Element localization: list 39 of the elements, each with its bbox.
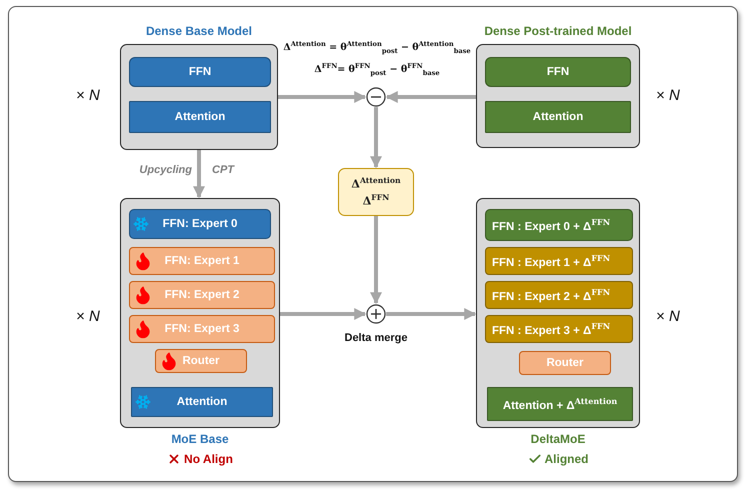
- model-title: Dense Base Model: [144, 23, 254, 40]
- arrow: [370, 107, 382, 168]
- trainable-block: Router: [155, 349, 247, 373]
- trainable-block: FFN: Expert 3: [129, 315, 275, 343]
- delta-term: Δ$^{FFN}$: [362, 193, 390, 208]
- status-label: Aligned: [544, 452, 588, 466]
- repeat-label: × N: [655, 87, 681, 104]
- model-title: DeltaMoE: [530, 431, 586, 448]
- layer-block: Attention + Δ$^{Attention}$: [487, 387, 633, 421]
- delta-term: Δ$^{Attention}$: [351, 176, 401, 191]
- arrow: [280, 308, 366, 320]
- trainable-block: FFN: Expert 1: [129, 247, 275, 275]
- layer-block: FFN : Expert 2 + Δ$^{FFN}$: [485, 281, 633, 309]
- layer-block: FFN: Expert 0: [129, 209, 271, 239]
- step-label: Upcycling: [138, 164, 192, 176]
- arrow: [386, 91, 476, 103]
- router-block: Router: [519, 351, 611, 375]
- status-label: No Align: [184, 452, 233, 466]
- repeat-label: × N: [75, 308, 101, 325]
- arrow: [386, 308, 476, 320]
- arrow: [278, 91, 366, 103]
- arrow: [370, 216, 382, 304]
- delta-box: [338, 168, 414, 216]
- trainable-block: FFN: Expert 2: [129, 281, 275, 309]
- layer-block: Attention: [131, 387, 273, 417]
- layer-block: FFN: [129, 57, 271, 87]
- model-title: MoE Base: [170, 431, 230, 448]
- layer-block: FFN : Expert 0 + Δ$^{FFN}$: [485, 209, 633, 241]
- arrow: [193, 150, 205, 198]
- layer-block: Attention: [485, 101, 631, 133]
- repeat-label: × N: [655, 308, 681, 325]
- repeat-label: × N: [75, 87, 101, 104]
- operation-label: Delta merge: [344, 332, 408, 344]
- layer-block: FFN : Expert 3 + Δ$^{FFN}$: [485, 315, 633, 343]
- layer-block: FFN: [485, 57, 631, 87]
- layer-block: Attention: [129, 101, 271, 133]
- layer-block: FFN : Expert 1 + Δ$^{FFN}$: [485, 247, 633, 275]
- step-label: CPT: [212, 164, 236, 176]
- model-title: Dense Post-trained Model: [483, 23, 633, 40]
